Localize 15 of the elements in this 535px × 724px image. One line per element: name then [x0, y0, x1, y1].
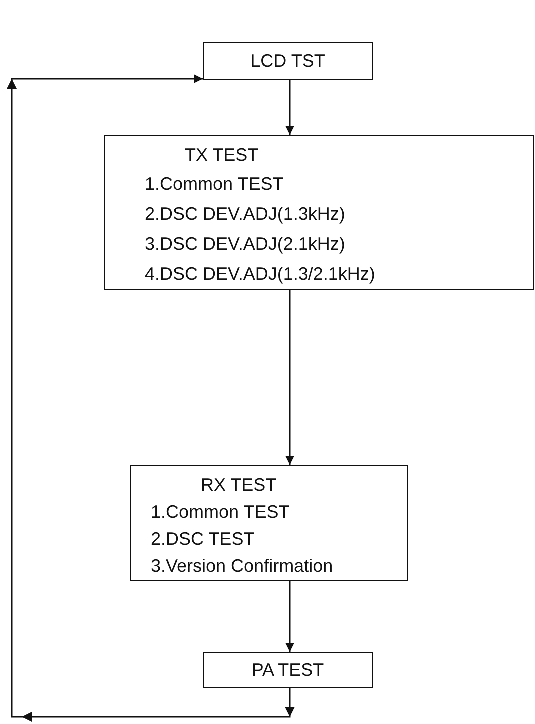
list-item: 1.Common TEST [145, 173, 284, 196]
box-heading: PA TEST [252, 658, 324, 682]
process-box [104, 135, 534, 290]
list-item: 3.DSC DEV.ADJ(2.1kHz) [145, 233, 346, 256]
box-heading: TX TEST [185, 144, 259, 167]
process-box [203, 42, 373, 80]
box-heading: RX TEST [201, 474, 277, 497]
list-item: 2.DSC TEST [151, 528, 255, 551]
list-item: 3.Version Confirmation [151, 555, 334, 578]
list-item: 1.Common TEST [151, 501, 290, 524]
list-item: 4.DSC DEV.ADJ(1.3/2.1kHz) [145, 263, 376, 286]
process-box [130, 465, 408, 581]
process-box [203, 652, 373, 688]
box-heading: LCD TST [250, 50, 326, 72]
list-item: 2.DSC DEV.ADJ(1.3kHz) [145, 203, 346, 226]
